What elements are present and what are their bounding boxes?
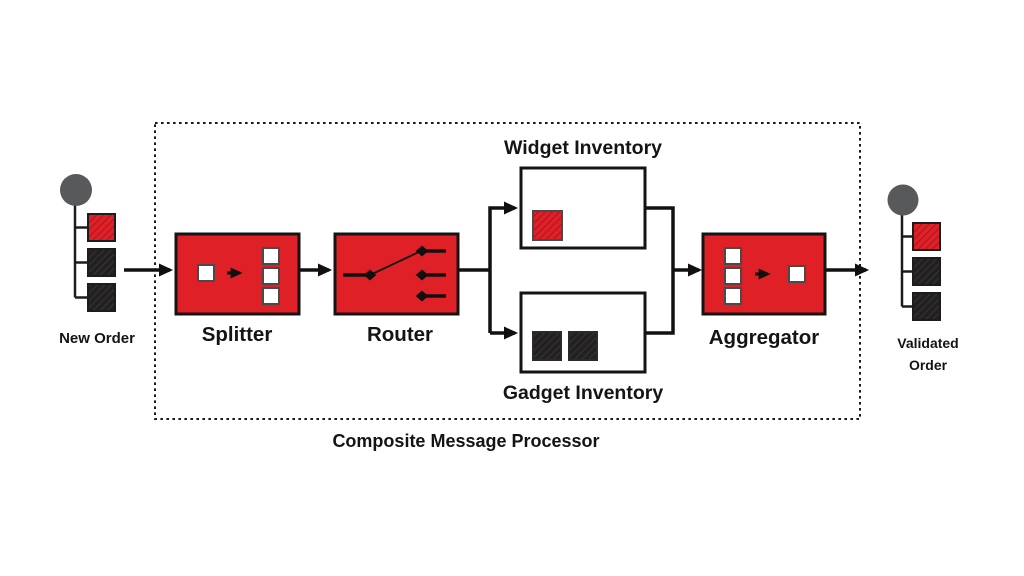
router-node	[333, 232, 460, 316]
aggregator-label: Aggregator	[709, 326, 820, 349]
validated-order-label-line1: Validated	[897, 335, 958, 351]
message-part-black	[87, 248, 116, 277]
connectors	[124, 201, 870, 340]
message-head-circle	[60, 174, 92, 206]
new-order-message-icon	[60, 174, 116, 312]
connector-gadget-out	[645, 270, 675, 335]
composite-processor-label: Composite Message Processor	[332, 431, 599, 451]
router-label: Router	[367, 323, 433, 346]
aggregator-node	[701, 232, 827, 316]
new-order-label: New Order	[59, 330, 135, 347]
message-part-black	[87, 283, 116, 312]
gadget-item-black	[532, 331, 562, 361]
message-head-circle	[887, 184, 919, 216]
gadget-inventory-node	[519, 291, 647, 374]
connector-split-to-widget	[488, 201, 519, 333]
message-part-black	[912, 257, 941, 286]
message-part-red	[87, 213, 116, 242]
message-part-red	[912, 222, 941, 251]
aggregator-icon	[724, 247, 806, 305]
widget-item-red	[532, 210, 563, 241]
splitter-icon	[197, 247, 280, 305]
message-part-black	[912, 292, 941, 321]
splitter-label: Splitter	[202, 323, 273, 346]
router-icon	[343, 245, 446, 302]
connector-widget-out	[645, 206, 675, 270]
widget-inventory-node	[519, 166, 647, 250]
widget-inventory-label: Widget Inventory	[504, 137, 662, 159]
validated-order-label-line2: Order	[909, 357, 948, 373]
splitter-node	[174, 232, 301, 316]
gadget-inventory-label: Gadget Inventory	[503, 382, 664, 404]
gadget-item-black	[568, 331, 598, 361]
validated-order-message-icon	[887, 184, 941, 321]
